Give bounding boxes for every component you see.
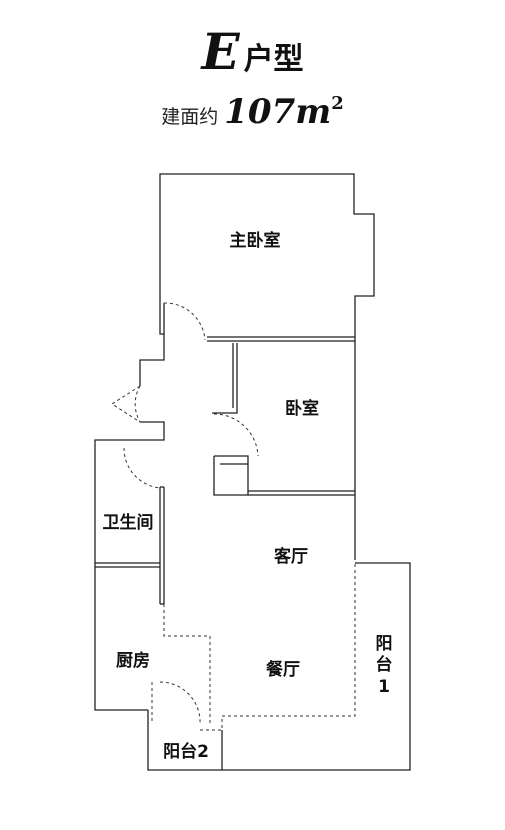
room-label-bathroom: 卫生间	[103, 512, 154, 533]
wall-balcony1	[222, 562, 411, 771]
room-label-living-room: 客厅	[273, 546, 308, 567]
boundary-dining-bottom	[200, 563, 356, 731]
area-value: 107	[224, 92, 296, 132]
room-label-balcony1-line2: 台	[376, 654, 393, 675]
room-label-dining-room: 餐厅	[266, 659, 300, 680]
area-prefix: 建面约	[161, 106, 219, 128]
door-swing-kitchen	[159, 681, 201, 725]
door-swing-bedroom	[213, 413, 259, 457]
room-label-balcony1-line3: 1	[378, 677, 390, 697]
area-unit: m	[295, 92, 332, 132]
wall-master-bedroom	[159, 173, 375, 342]
wall-wardrobe	[213, 455, 249, 496]
room-label-balcony2: 阳台2	[163, 741, 209, 762]
boundary-kitchen-dining	[163, 604, 211, 724]
door-swing-master	[163, 302, 206, 341]
unit-type-letter: E	[201, 22, 240, 81]
wall-left-outer	[94, 421, 165, 711]
area-unit-power: 2	[331, 93, 344, 114]
room-label-bedroom: 卧室	[285, 398, 319, 419]
wall-corridor-jog	[139, 303, 165, 386]
room-label-kitchen: 厨房	[116, 650, 150, 671]
door-swing-corridor	[134, 385, 141, 423]
room-label-master-bedroom: 主卧室	[230, 230, 281, 251]
plan-walls	[94, 173, 411, 771]
door-swing-bathroom	[123, 447, 161, 489]
wall-balcony2	[147, 710, 222, 771]
plan-dashed	[111, 302, 356, 731]
room-label-balcony1-line1: 阳	[376, 634, 393, 654]
unit-type-suffix: 户型	[243, 42, 304, 77]
door-leaf-corridor	[111, 385, 141, 423]
wall-bedroom-left	[212, 343, 238, 414]
